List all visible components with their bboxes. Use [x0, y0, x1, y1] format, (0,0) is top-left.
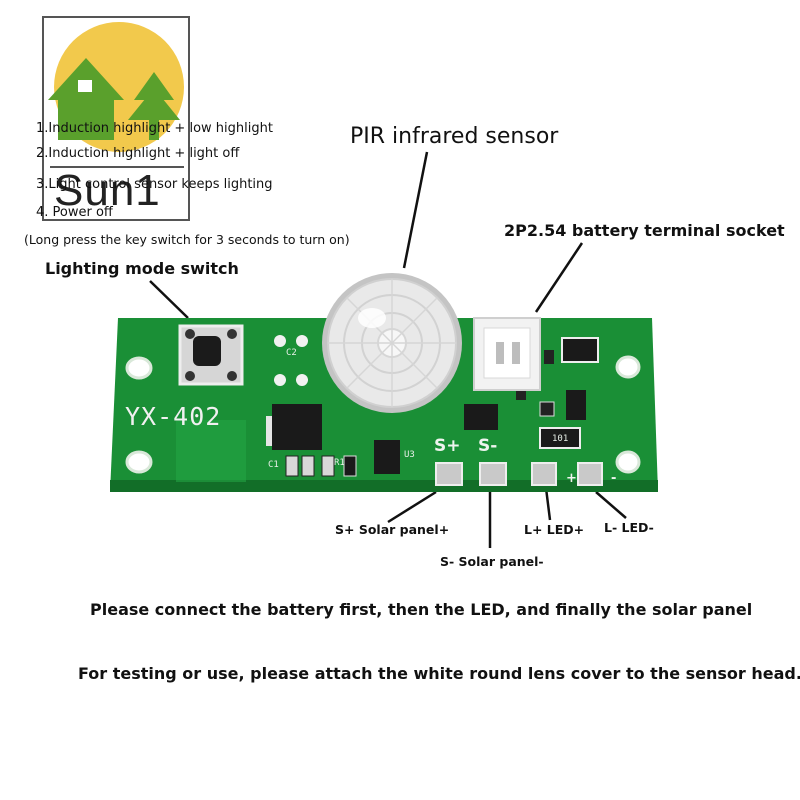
pad-solar-plus	[435, 462, 463, 486]
instruction-connection-order: Please connect the battery first, then t…	[90, 600, 753, 619]
pad-led-plus	[531, 462, 557, 486]
pad-led-minus	[577, 462, 603, 486]
silk-c2: C2	[286, 348, 297, 358]
leader-pir	[402, 151, 429, 269]
mode-item-1: 1.Induction highlight + low highlight	[36, 121, 273, 136]
mode-item-2: 2.Induction highlight + light off	[36, 146, 240, 161]
mounting-hole	[125, 356, 153, 380]
silk-u3: U3	[404, 450, 415, 460]
mode-item-3: 3.Light control sensor keeps lighting	[36, 177, 273, 192]
brand-logo: Sun1	[42, 16, 190, 221]
silk-101: 101	[552, 434, 569, 444]
silk-solar-plus: S+	[434, 436, 461, 456]
leader-solar-plus	[387, 490, 437, 524]
ic-chip	[272, 404, 322, 450]
mode-item-4: 4. Power off	[36, 205, 113, 220]
logo-house-tree-icon	[48, 58, 180, 140]
leader-terminal	[534, 242, 584, 313]
ic-chip	[566, 390, 586, 420]
logo-text: Sun1	[54, 166, 161, 215]
ic-chip	[561, 337, 599, 363]
mounting-hole	[615, 450, 641, 474]
pcb-copper-area	[176, 420, 246, 482]
instruction-lens-cover: For testing or use, please attach the wh…	[78, 664, 800, 683]
silk-led-plus: +	[566, 471, 577, 486]
ic-chip	[374, 440, 400, 474]
pcb-edge	[110, 480, 658, 492]
mounting-hole	[125, 450, 153, 474]
label-solar-minus: S- Solar panel-	[440, 554, 544, 569]
silk-r1: R1	[334, 458, 345, 468]
silk-c1: C1	[268, 460, 279, 470]
leader-led-minus	[595, 491, 627, 519]
silk-solar-minus: S-	[478, 436, 498, 456]
label-battery-socket: 2P2.54 battery terminal socket	[504, 221, 785, 240]
logo-divider	[50, 166, 184, 168]
label-led-minus: L- LED-	[604, 520, 654, 535]
leader-mode-switch	[149, 280, 189, 319]
ic-chip	[464, 404, 498, 430]
resistor-101	[539, 427, 581, 449]
board-model-label: YX-402	[125, 402, 222, 431]
leader-led-plus	[544, 487, 552, 521]
label-led-plus: L+ LED+	[524, 522, 585, 537]
label-mode-switch: Lighting mode switch	[45, 259, 239, 278]
pad-solar-minus	[479, 462, 507, 486]
mounting-hole	[615, 355, 641, 379]
silk-led-minus: -	[611, 471, 617, 486]
switch-actuator	[193, 336, 221, 366]
label-pir-sensor: PIR infrared sensor	[350, 124, 559, 149]
mode-note: (Long press the key switch for 3 seconds…	[24, 232, 350, 247]
label-solar-plus: S+ Solar panel+	[335, 522, 450, 537]
